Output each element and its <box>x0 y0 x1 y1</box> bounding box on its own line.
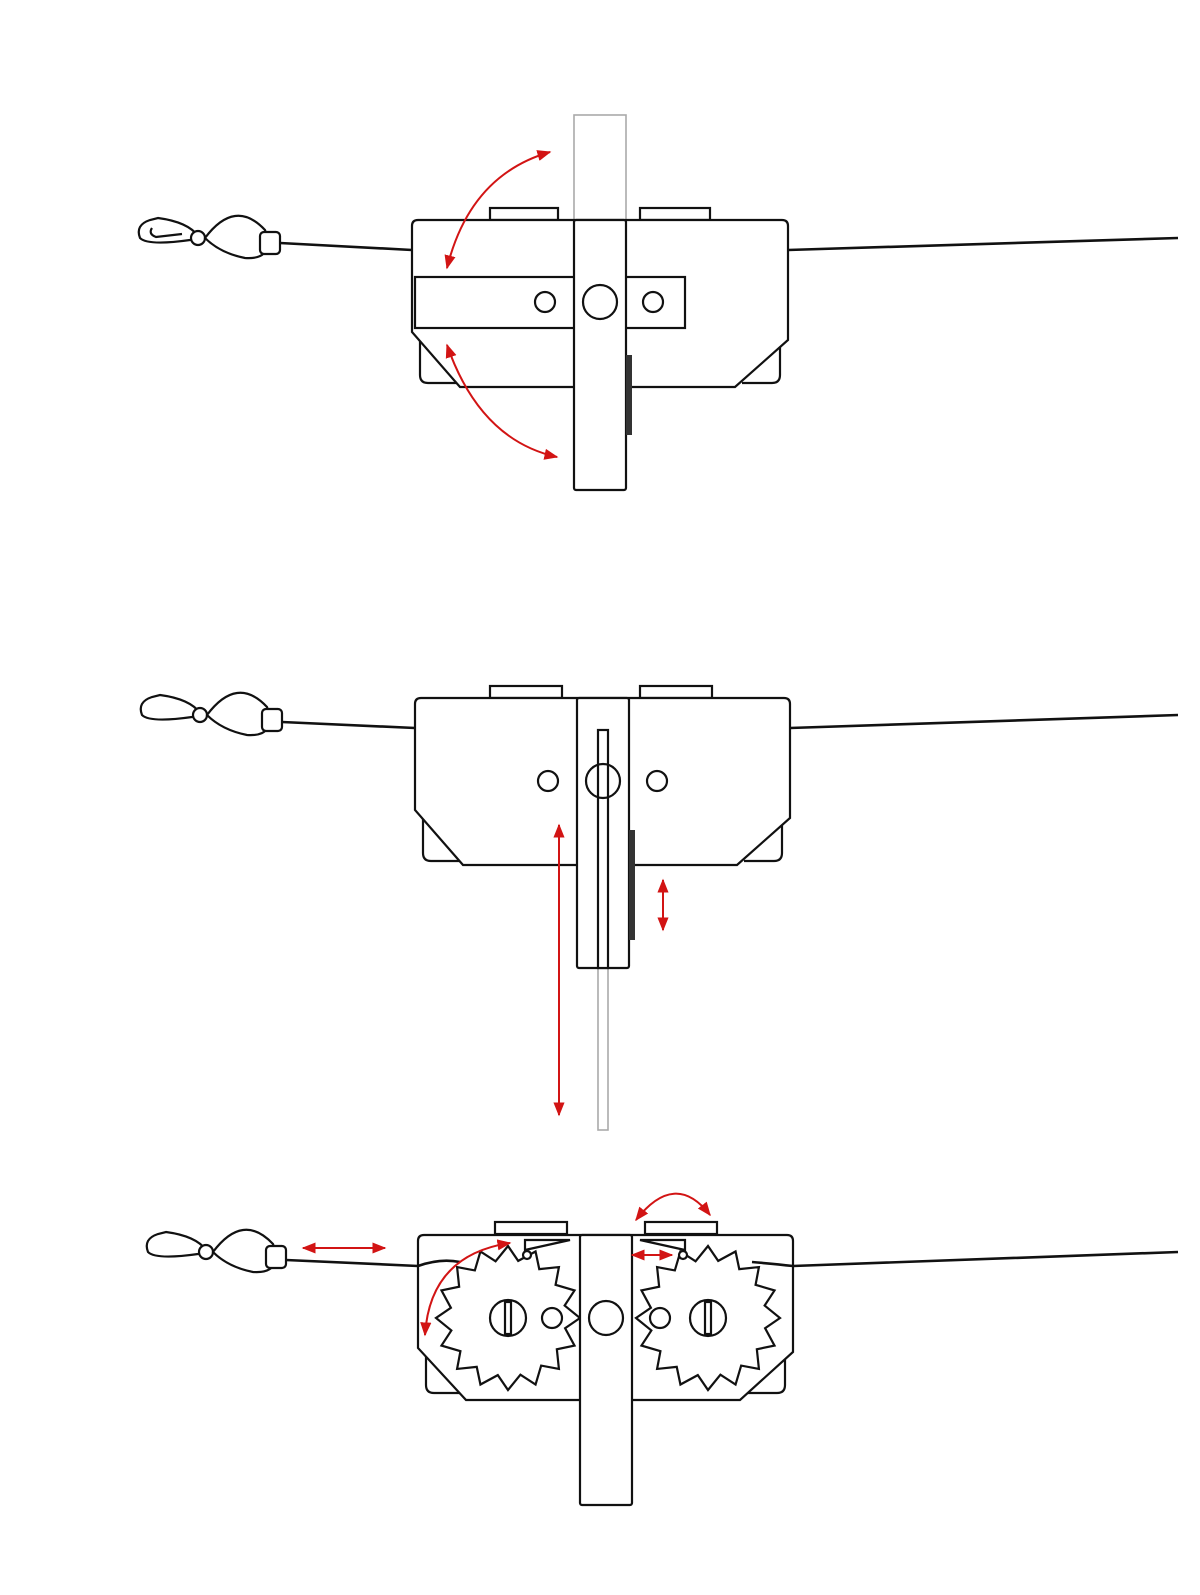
rotation-arrow-lower <box>445 343 559 460</box>
hole <box>540 1306 564 1330</box>
hole <box>641 290 665 314</box>
vertical-bar <box>572 218 628 492</box>
hole <box>533 290 557 314</box>
cable-left <box>279 241 413 252</box>
rotation-arrow-upper <box>444 150 552 270</box>
tab-left <box>488 206 560 222</box>
hub-slot <box>503 1300 513 1336</box>
vertical-bar <box>578 1233 634 1507</box>
cable-left <box>285 1258 419 1268</box>
pawl-left <box>523 1238 571 1252</box>
cable-right <box>787 236 1179 252</box>
figure-2 <box>139 684 1179 1131</box>
tab-rotation-arrow <box>635 1192 711 1222</box>
hole <box>648 1306 672 1330</box>
clip-hook <box>145 1228 288 1274</box>
serrated-edge <box>626 355 632 435</box>
bracket-left <box>418 340 458 385</box>
pivot <box>587 1299 625 1337</box>
clip-hook <box>139 691 284 737</box>
cable-right <box>751 1250 1179 1268</box>
clip-hook <box>137 214 282 260</box>
ghost-strip <box>597 967 609 1131</box>
figure-3 <box>145 1192 1179 1507</box>
cable-left <box>281 720 416 730</box>
hub-slot <box>703 1300 713 1336</box>
gear-rotation-arrow <box>420 1239 512 1337</box>
bracket-right <box>742 340 782 385</box>
serrated-edge <box>629 830 635 940</box>
ghost-bar <box>573 114 627 221</box>
sliding-strip <box>596 728 610 970</box>
figure-1 <box>137 114 1179 492</box>
pivot <box>581 283 619 321</box>
cable-right <box>789 713 1179 730</box>
tab-right <box>638 206 712 222</box>
pawl-right <box>639 1238 687 1252</box>
